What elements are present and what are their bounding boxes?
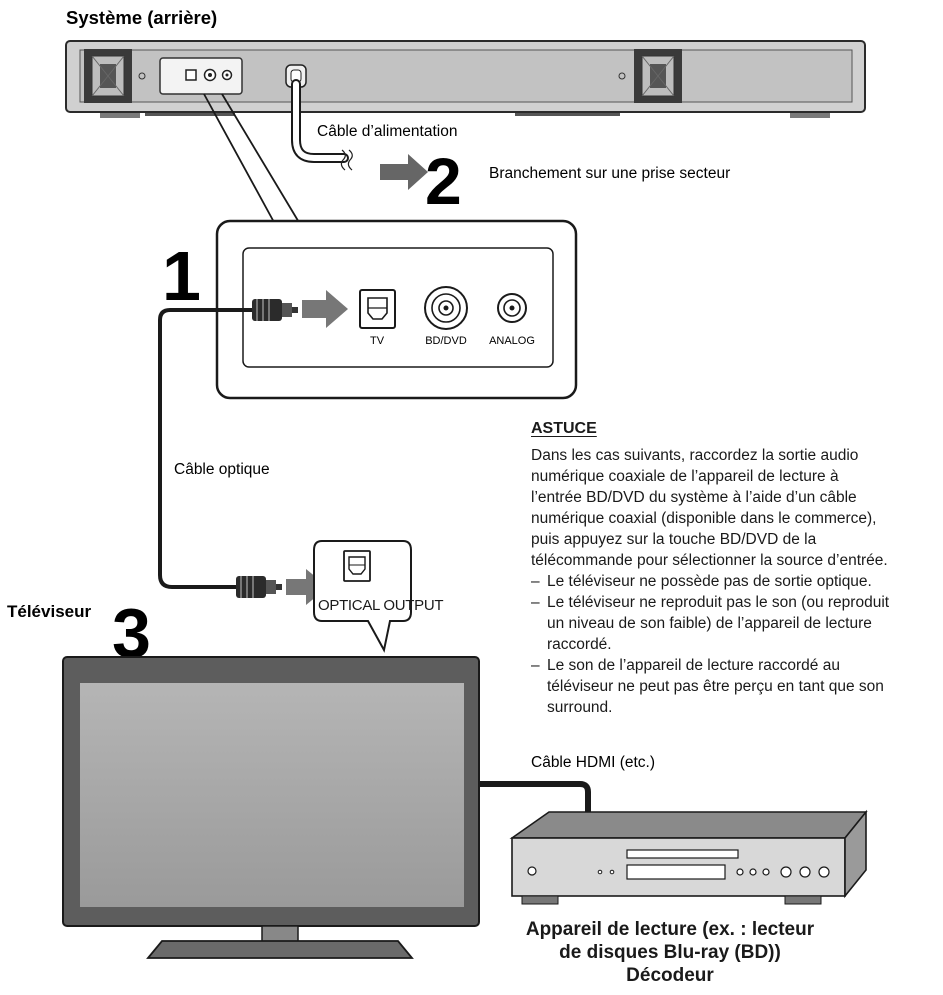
tip-intro-line: Dans les cas suivants, raccordez la sort… [531,447,859,464]
tip-intro: Dans les cas suivants, raccordez la sort… [531,445,936,571]
jack-label-analog: ANALOG [489,335,535,347]
system-rear-title: Système (arrière) [66,7,217,28]
hdmi-cable [479,781,591,825]
tip-intro-line: numérique coaxial (disponible dans le co… [531,510,877,527]
tip-intro-line: télécommande pour sélectionner la source… [531,552,888,569]
player-caption: Appareil de lecture (ex. : lecteur de di… [480,918,860,987]
tip-bullet: –Le téléviseur ne reproduit pas le son (… [531,594,890,653]
zoom-callout-lines [203,93,301,225]
television [62,656,480,959]
hdmi-cable-label: Câble HDMI (etc.) [531,754,655,771]
optical-output-callout [313,540,412,653]
tip-bullet: –Le son de l’appareil de lecture raccord… [531,657,884,716]
power-cable-label: Câble d’alimentation [317,123,457,140]
tip-intro-line: numérique coaxiale de l’appareil de lect… [531,468,839,485]
arrow-right-icon [302,290,348,328]
optical-cable-label: Câble optique [174,461,270,478]
soundbar-rear [65,40,866,118]
optical-output-text: OPTICAL OUTPUT [318,597,444,614]
tip-bullet-list: –Le téléviseur ne possède pas de sortie … [531,571,936,718]
jack-label-tv: TV [370,335,385,347]
player-caption-line: Décodeur [626,965,714,986]
arrow-right-icon [380,154,428,190]
step-1-number: 1 [162,237,201,315]
tip-heading: ASTUCE [531,420,597,437]
jack-panel-zoom: TV BD/DVD ANALOG [215,219,578,400]
blu-ray-player [509,809,868,905]
tip-intro-line: l’entrée BD/DVD du système à l’aide d’un… [531,489,857,506]
optical-plug-top [252,299,298,321]
arrow-right-icon [286,569,328,605]
step-2-number: 2 [425,144,462,218]
optical-plug-bottom [236,576,282,598]
tv-label: Téléviseur [7,602,91,621]
tip-box: ASTUCE Dans les cas suivants, raccordez … [531,418,936,718]
jack-label-bddvd: BD/DVD [425,335,467,347]
optical-cable [158,308,256,589]
tip-intro-line: puis appuyez sur la touche BD/DVD de la [531,531,817,548]
player-caption-line: Appareil de lecture (ex. : lecteur [525,919,815,940]
tip-bullet: –Le téléviseur ne possède pas de sortie … [531,573,872,590]
power-outlet-label: Branchement sur une prise secteur [489,165,730,182]
player-caption-line: de disques Blu-ray (BD)) [559,942,781,963]
